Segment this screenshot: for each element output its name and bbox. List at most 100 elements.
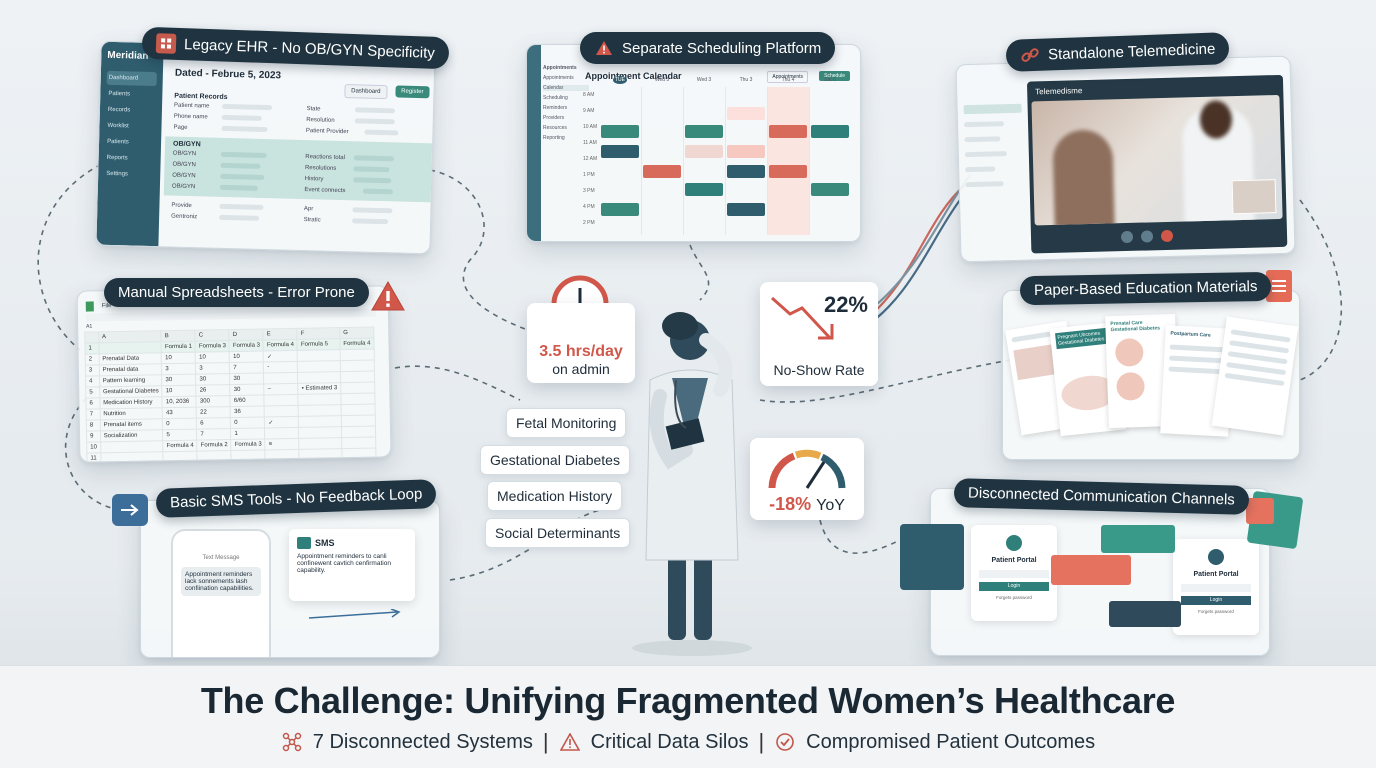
sheet-cell[interactable]	[264, 405, 299, 417]
calendar-event[interactable]	[601, 145, 639, 158]
sheet-cell[interactable]: E	[263, 328, 298, 340]
calendar-event[interactable]	[643, 165, 681, 178]
sheet-cell[interactable]: 8	[86, 419, 101, 432]
sheet-cell[interactable]	[340, 360, 375, 372]
ehr-nav-item[interactable]: Dashboard	[106, 70, 157, 87]
calendar-event[interactable]	[685, 183, 723, 196]
sheet-cell[interactable]: 26	[196, 384, 231, 397]
sheet-cell[interactable]: 7	[196, 428, 232, 441]
sheet-cell[interactable]	[84, 331, 99, 344]
sheet-cell[interactable]: Formula 3	[231, 438, 266, 451]
sheet-cell[interactable]: Formula 3	[229, 339, 264, 352]
sheet-cell[interactable]	[297, 360, 341, 373]
sheet-cell[interactable]: G	[339, 327, 374, 339]
calendar-event[interactable]	[727, 107, 765, 120]
sheet-cell[interactable]	[298, 404, 342, 417]
calendar-event[interactable]	[685, 145, 723, 158]
sheet-cell[interactable]: Formula 1	[161, 341, 196, 353]
hangup-icon[interactable]	[1160, 229, 1174, 243]
schedule-side-item[interactable]: Reminders	[543, 105, 568, 111]
sheet-cell[interactable]: 10	[86, 441, 101, 454]
ehr-register-button[interactable]: Register	[395, 85, 430, 99]
sheet-cell[interactable]: 36	[230, 405, 265, 418]
sheet-cell[interactable]	[341, 437, 376, 449]
sheet-cell[interactable]: Formula 4	[263, 339, 298, 351]
calendar-event[interactable]	[727, 145, 765, 158]
sheet-cell[interactable]: 10	[229, 350, 264, 363]
schedule-side-item[interactable]: Scheduling	[543, 95, 568, 101]
ehr-nav-item[interactable]: Patients	[107, 138, 129, 146]
calendar-event[interactable]	[727, 165, 765, 178]
sheet-cell[interactable]	[299, 437, 342, 450]
sheet-cell[interactable]: B	[161, 330, 196, 342]
calendar-event[interactable]	[685, 125, 723, 138]
calendar-event[interactable]	[811, 183, 849, 196]
sheet-cell[interactable]: 10	[162, 385, 197, 397]
sheet-cell[interactable]: 10, 2036	[162, 396, 197, 408]
sheet-cell[interactable]: 1	[84, 342, 99, 355]
sheet-cell[interactable]: 4	[85, 375, 100, 388]
sheet-cell[interactable]: 2	[85, 353, 100, 366]
ehr-nav-item[interactable]: Worklist	[107, 122, 129, 130]
sheet-cell[interactable]	[341, 426, 376, 438]
sheet-cell[interactable]: 30	[229, 372, 265, 385]
calendar-event[interactable]	[811, 125, 849, 138]
sheet-cell[interactable]	[340, 382, 375, 394]
sheet-cell[interactable]: 11	[86, 452, 101, 463]
sheet-cell[interactable]	[340, 349, 375, 361]
ehr-nav-item[interactable]: Settings	[106, 170, 129, 178]
calendar-event[interactable]	[727, 203, 765, 216]
sheet-cell[interactable]: 7	[86, 408, 100, 421]
sheet-cell[interactable]: Formula 5	[297, 338, 341, 351]
calendar-event[interactable]	[601, 125, 639, 138]
ehr-dashboard-button[interactable]: Dashboard	[343, 84, 388, 100]
sheet-cell[interactable]: 6/60	[230, 394, 265, 407]
sheet-cell[interactable]: 10	[195, 351, 230, 364]
portal-login-button[interactable]: Login	[979, 582, 1049, 591]
sheet-cell[interactable]: C	[195, 329, 230, 342]
sheet-cell[interactable]: 3	[161, 363, 196, 375]
sheet-cell[interactable]: 6	[196, 417, 231, 430]
camera-icon[interactable]	[1140, 230, 1154, 243]
ehr-nav-item[interactable]: Patients	[108, 90, 131, 98]
sheet-cell[interactable]	[297, 371, 341, 384]
sheet-cell[interactable]: • Estimated 3	[298, 382, 341, 395]
portal-forgot-link[interactable]: Forgets password	[996, 595, 1032, 600]
calendar-event[interactable]	[601, 203, 639, 216]
sheet-cell[interactable]: Formula 4	[163, 440, 198, 452]
sheet-cell[interactable]: 6	[85, 397, 100, 410]
calendar-event[interactable]	[769, 165, 807, 178]
schedule-side-item[interactable]: Appointments	[543, 75, 574, 81]
calendar-event[interactable]	[769, 125, 807, 138]
portal-forgot-link[interactable]: Forgets password	[1198, 609, 1234, 614]
ehr-nav-item[interactable]: Reports	[106, 154, 128, 162]
sheet-cell[interactable]	[297, 349, 341, 362]
sheet-cell[interactable]	[264, 427, 300, 439]
sheet-cell[interactable]: 5	[162, 429, 198, 441]
sheet-cell[interactable]: 3	[195, 362, 230, 375]
mute-icon[interactable]	[1120, 230, 1134, 244]
sheet-cell[interactable]	[340, 404, 376, 416]
sheet-cell[interactable]: 30	[195, 373, 231, 386]
sheet-cell[interactable]: ≡	[265, 438, 300, 450]
sheet-cell[interactable]: 30	[230, 383, 265, 396]
sheet-cell[interactable]: 3	[85, 364, 100, 377]
sheet-cell[interactable]	[263, 372, 299, 384]
schedule-side-item[interactable]: Calendar	[543, 85, 589, 91]
sheet-cell[interactable]	[340, 393, 376, 405]
sheet-cell[interactable]	[340, 371, 375, 383]
sheet-cell[interactable]: Formula 4	[339, 338, 375, 350]
sheet-cell[interactable]: 0	[162, 418, 197, 430]
sheet-cell[interactable]	[264, 394, 299, 406]
sheet-cell[interactable]: 7	[229, 361, 264, 374]
sheet-cell[interactable]: 10	[161, 352, 196, 364]
sheet-cell[interactable]: F	[297, 327, 340, 340]
schedule-new-button[interactable]: Schedule	[819, 71, 850, 81]
sheet-cell[interactable]	[341, 415, 376, 427]
schedule-side-item[interactable]: Providers	[543, 115, 565, 121]
ehr-nav-item[interactable]: Records	[107, 106, 131, 114]
schedule-side-item[interactable]: Reporting	[543, 135, 565, 141]
schedule-side-item[interactable]: Resources	[543, 125, 567, 131]
portal-login-button[interactable]: Login	[1181, 596, 1251, 605]
sheet-cell[interactable]: –	[264, 383, 299, 395]
